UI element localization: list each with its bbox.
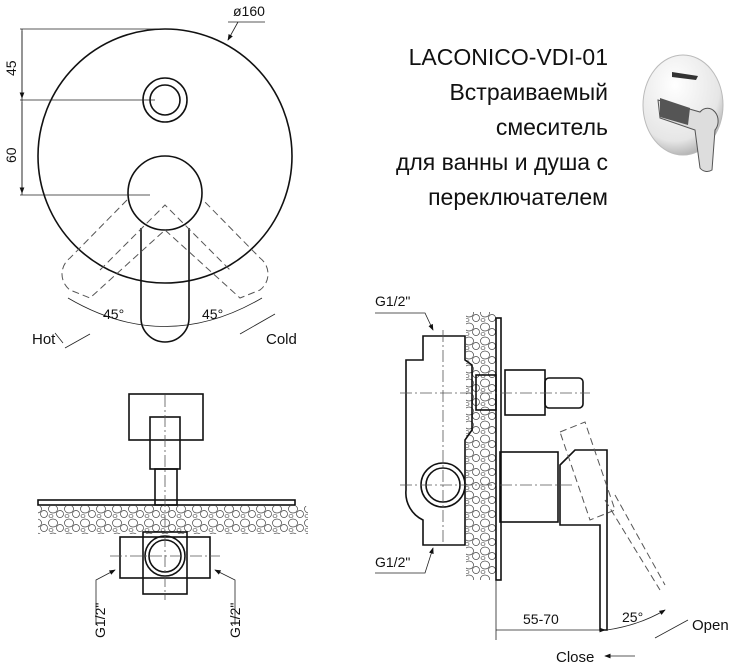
thread-right: G1/2" [227,603,243,638]
open-label: Open [692,617,729,634]
angle-25: 25° [622,609,643,625]
dim-mid: 60 [3,147,19,163]
front-view: ø160 45 60 45° 45° Hot Cold [3,3,297,349]
wall-hatch [466,312,496,580]
dim-top: 45 [3,60,19,76]
angle-right: 45° [202,306,223,322]
thread-top: G1/2" [375,293,410,309]
close-label: Close [556,649,594,666]
title-line: для ванны и душа с [395,149,608,175]
bottom-view: G1/2" G1/2" [37,393,308,638]
model-name: LACONICO-VDI-01 [408,44,608,70]
handle-hub [127,155,203,231]
product-photo [642,54,724,172]
cover-plate [37,28,293,284]
thread-left: G1/2" [92,603,108,638]
angle-left: 45° [103,306,124,322]
depth-dim: 55-70 [523,611,559,627]
title-line: смеситель [495,114,608,140]
side-view: G1/2" G1/2" 55-70 25° Open Close [375,293,729,666]
wall-hatch [38,506,308,534]
thread-bottom: G1/2" [375,554,410,570]
diameter-label: ø160 [233,3,265,19]
title-line: переключателем [428,184,608,210]
cold-label: Cold [266,331,297,348]
product-title: LACONICO-VDI-01 Встраиваемый смеситель д… [396,40,608,215]
title-line: Встраиваемый [449,79,608,105]
hot-label: Hot [32,331,56,348]
